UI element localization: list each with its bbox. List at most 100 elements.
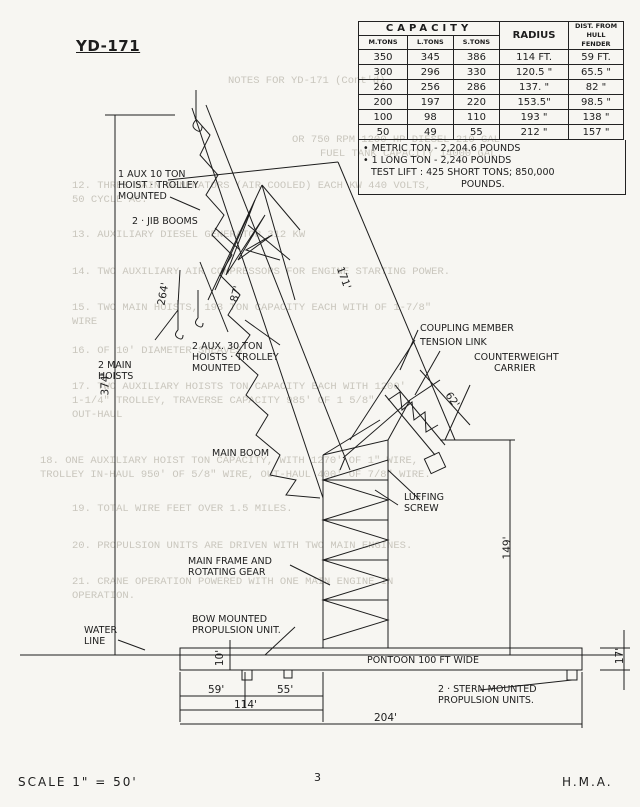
ghost-line-6: 14. TWO AUXILIARY AIR COMPRESSORS FOR EN… bbox=[72, 266, 451, 278]
dim-149-label: 149' bbox=[501, 536, 514, 560]
ghost-line-4: 50 CYCLE AC. bbox=[72, 194, 148, 206]
label-line: HOISTS · TROLLEY bbox=[192, 352, 279, 363]
note-line: • METRIC TON - 2,204.6 POUNDS bbox=[363, 143, 521, 154]
ghost-line-18: OPERATION. bbox=[72, 590, 136, 602]
table-row: 200 197 220 153.5" 98.5 " bbox=[357, 94, 624, 110]
ghost-line-11: 1-1/4" TROLLEY, TRAVERSE CAPACITY 985' O… bbox=[72, 395, 375, 407]
aux-hoist-hook bbox=[192, 90, 203, 132]
table-row: 50 49 55 212 " 157 " bbox=[357, 124, 624, 140]
dimension-149 bbox=[440, 439, 515, 655]
ghost-line-7: 15. TWO MAIN HOISTS, 193 TON CAPACITY EA… bbox=[72, 302, 432, 314]
capacity-table-block: CAPACITY RADIUS DIST. FROM HULL FENDER M… bbox=[357, 21, 626, 195]
ghost-line-15: 19. TOTAL WIRE FEET OVER 1.5 MILES. bbox=[72, 503, 293, 515]
leader-line bbox=[374, 489, 399, 506]
label-line: SCREW bbox=[404, 503, 439, 514]
dim-55-label: 55' bbox=[277, 684, 294, 696]
aux-30-hoists-label: 2 AUX. 30 TON HOISTS · TROLLEY MOUNTED bbox=[192, 341, 279, 374]
dim-374-label: 374' bbox=[99, 372, 112, 396]
ghost-line-0: NOTES FOR YD-171 (Cont'd) bbox=[228, 75, 386, 87]
leader-line bbox=[117, 639, 146, 651]
radius-header: RADIUS bbox=[499, 21, 569, 50]
ghost-line-17: 21. CRANE OPERATION POWERED WITH ONE MAI… bbox=[72, 576, 394, 588]
label-line: CARRIER bbox=[494, 363, 536, 374]
aux-hoist-label: 1 AUX 10 TON HOIST · TROLLEY MOUNTED bbox=[118, 169, 199, 202]
mid-propulsion-marker bbox=[283, 669, 293, 679]
capacity-table: CAPACITY RADIUS DIST. FROM HULL FENDER M… bbox=[357, 21, 624, 140]
ghost-line-12: OUT-HAUL bbox=[72, 409, 123, 421]
dimension-87 bbox=[199, 261, 229, 333]
ghost-line-8: WIRE bbox=[72, 316, 98, 328]
dim-10-label: 10' bbox=[214, 649, 227, 667]
leader-line bbox=[289, 564, 331, 586]
leader-line bbox=[264, 626, 296, 656]
leader-line bbox=[169, 196, 201, 211]
note-line: POUNDS. bbox=[461, 179, 505, 190]
ghost-line-2: FUEL TANK CAPACITY 14000 GAL. bbox=[320, 148, 503, 160]
bow-unit-label: BOW MOUNTED PROPULSION UNIT. bbox=[192, 614, 281, 636]
page-number: 3 bbox=[314, 771, 323, 784]
main-frame-label: MAIN FRAME AND ROTATING GEAR bbox=[188, 556, 272, 578]
leader-line bbox=[154, 309, 179, 341]
dimension-bottom bbox=[179, 672, 583, 728]
dim-17-label: 17' bbox=[614, 647, 627, 665]
label-line: 2 · STERN MOUNTED bbox=[438, 684, 537, 695]
ghost-line-13: 18. ONE AUXILIARY HOIST TON CAPACITY, WI… bbox=[40, 455, 419, 467]
luffing-screw-label: LUFFING SCREW bbox=[404, 492, 444, 514]
label-line: WATER bbox=[84, 625, 118, 636]
tension-link bbox=[349, 339, 416, 441]
table-cell: 300 bbox=[357, 64, 409, 80]
dist-header: DIST. FROM HULL FENDER bbox=[568, 21, 624, 50]
label-line: HOISTS bbox=[98, 371, 134, 382]
label-line: PROPULSION UNIT. bbox=[192, 625, 281, 636]
label-line: COUNTERWEIGHT bbox=[474, 352, 559, 363]
label-line: LINE bbox=[84, 636, 106, 647]
counterweight-arm bbox=[384, 384, 446, 456]
ghost-line-3: 12. THREE MAIN GENERATORS (AIR COOLED) E… bbox=[72, 180, 432, 192]
table-cell: 55 bbox=[452, 124, 501, 140]
aux-30-hook bbox=[195, 290, 204, 328]
label-line: 2 MAIN bbox=[98, 360, 132, 371]
stern-units-label: 2 · STERN MOUNTED PROPULSION UNITS. bbox=[438, 684, 537, 706]
capacity-notes: • METRIC TON - 2,204.6 POUNDS • 1 LONG T… bbox=[358, 140, 626, 195]
dim-204-label: 204' bbox=[374, 712, 397, 724]
table-cell: 50 bbox=[357, 124, 409, 140]
stern-propulsion-unit bbox=[566, 669, 578, 681]
coupling-member-label: COUPLING MEMBER bbox=[420, 323, 514, 334]
label-line: BOW MOUNTED bbox=[192, 614, 268, 625]
counterweight bbox=[423, 451, 447, 475]
note-line: • 1 LONG TON - 2,240 POUNDS bbox=[363, 155, 512, 166]
table-row: 100 98 110 193 " 138 " bbox=[357, 109, 624, 125]
ghost-line-5: 13. AUXILIARY DIESEL GENERATOR 312 KW bbox=[72, 229, 306, 241]
main-hoist-hook bbox=[175, 300, 184, 340]
leader-line bbox=[339, 457, 346, 471]
initials: H.M.A. bbox=[562, 775, 613, 789]
leader-line bbox=[414, 350, 441, 396]
ghost-line-16: 20. PROPULSION UNITS ARE DRIVEN WITH TWO… bbox=[72, 540, 413, 552]
table-row: 260 256 286 137. " 82 " bbox=[357, 79, 624, 95]
pontoon-hull bbox=[179, 647, 583, 671]
label-line: ROTATING GEAR bbox=[188, 567, 266, 578]
dim-59-label: 59' bbox=[208, 684, 225, 696]
leader-line bbox=[444, 384, 471, 441]
scale-note: SCALE 1" = 50' bbox=[18, 775, 138, 789]
label-line: MOUNTED bbox=[118, 191, 167, 202]
label-line: MAIN FRAME AND bbox=[188, 556, 272, 567]
label-line: HOIST · TROLLEY bbox=[118, 180, 199, 191]
dimension-264 bbox=[177, 269, 181, 306]
note-line: TEST LIFT : 425 SHORT TONS; 850,000 bbox=[371, 167, 555, 178]
dim-114-label: 114' bbox=[234, 699, 257, 711]
main-hoists-label: 2 MAIN HOISTS bbox=[98, 360, 133, 382]
jib-booms-label: 2 · JIB BOOMS bbox=[132, 216, 198, 227]
pontoon-label: PONTOON 100 FT WIDE bbox=[367, 655, 479, 666]
leader-line bbox=[214, 227, 241, 251]
main-boom bbox=[191, 104, 351, 499]
label-line: 1 AUX 10 TON bbox=[118, 169, 186, 180]
coupling-member bbox=[409, 379, 441, 401]
dimension-374 bbox=[105, 114, 175, 655]
drawing-title: YD-171 bbox=[76, 37, 141, 55]
ghost-line-14: TROLLEY IN-HAUL 950' OF 5/8" WIRE, OUT-H… bbox=[40, 469, 431, 481]
bow-propulsion-unit bbox=[241, 669, 253, 681]
label-line: PROPULSION UNITS. bbox=[438, 695, 534, 706]
luffing-screw bbox=[387, 469, 421, 501]
